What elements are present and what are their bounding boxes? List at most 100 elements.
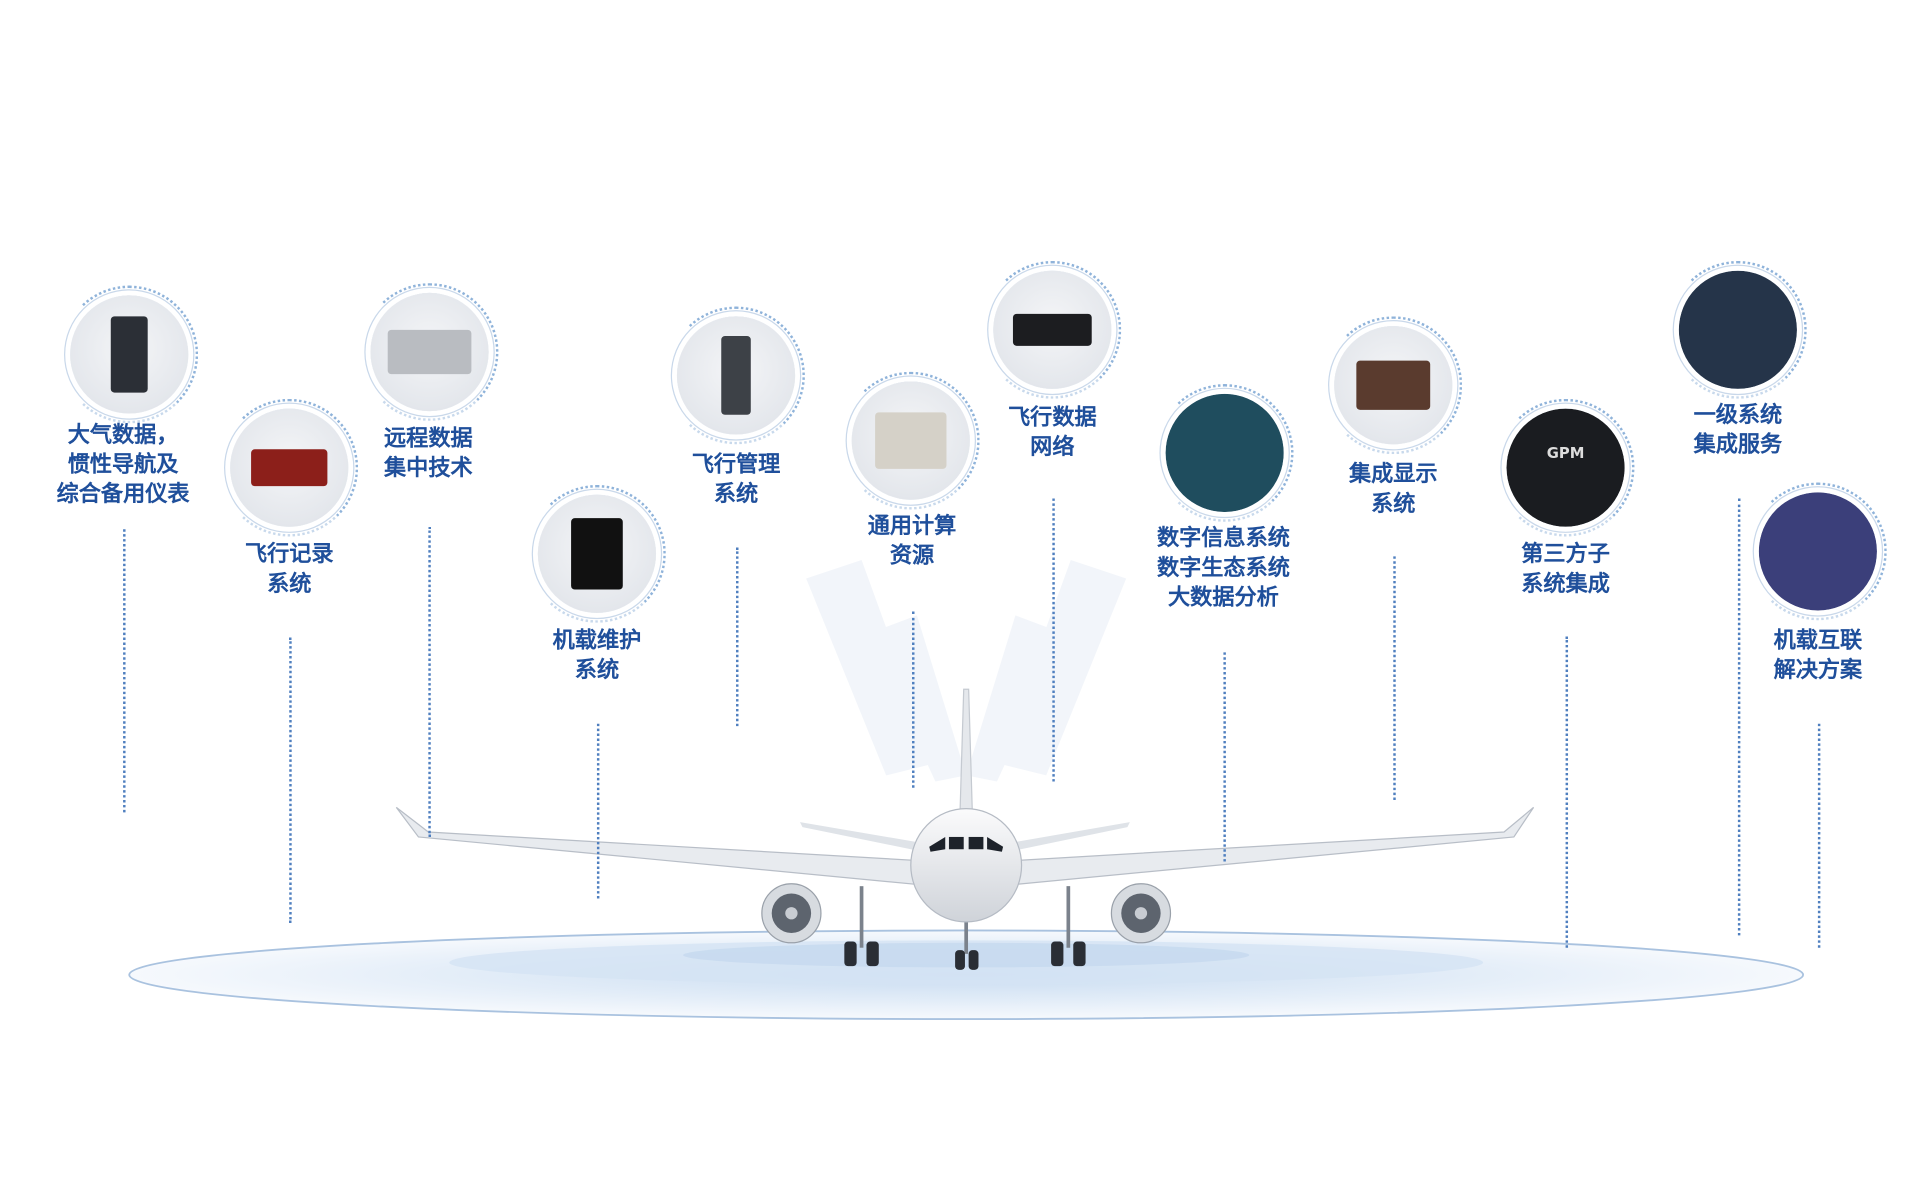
device-image [1758,492,1877,611]
connector-line [912,611,915,788]
decorative-arc [534,491,660,619]
system-label: 飞行记录系统 [245,540,334,599]
connector-line [1817,723,1821,948]
decorative-arc [1755,488,1881,617]
decorative-ring [1668,260,1807,399]
label-line: 通用计算 [867,513,957,540]
cabin-connectivity-photo [1758,492,1877,611]
label-line: 集中技术 [384,455,473,482]
label-line: 飞行数据 [1008,404,1097,431]
device-image [1678,270,1797,389]
decorative-arc [848,377,974,506]
system-label: 大气数据，惯性导航及综合备用仪表 [57,421,190,510]
device-image [1356,360,1431,410]
connector-line [596,723,600,899]
tail-fin [959,688,973,813]
system-label: 远程数据集中技术 [384,425,473,484]
connector-line [1052,498,1055,782]
label-line: 解决方案 [1773,657,1863,684]
system-label: 机载互联解决方案 [1774,626,1863,685]
watermark-logo [806,560,1127,782]
label-line: 一级系统 [1693,402,1783,429]
decorative-ring [528,484,666,623]
decorative-arc [66,291,193,420]
label-line: 机载互联 [1773,627,1863,654]
connector-line [123,529,126,813]
device-image [387,329,472,375]
right-engine [1110,883,1172,944]
connector-line [428,526,431,837]
fuselage [910,808,1023,923]
decorative-ring [983,260,1122,399]
system-label: 数字信息系统数字生态系统大数据分析 [1157,524,1290,613]
label-line: 惯性导航及 [67,451,179,478]
device-image [571,518,623,590]
label-line: 综合备用仪表 [56,481,190,508]
label-line: 飞行管理 [691,451,781,478]
air-data-units-photo [70,295,189,414]
gpm-panel-photo: GPM [1506,408,1625,527]
device-image [251,449,328,487]
cockpit-windows [929,836,1004,852]
connector-line [289,637,292,924]
label-line: 系统 [1371,491,1416,517]
network-switch-photo [993,270,1112,389]
label-line: 大气数据， [67,422,179,449]
maintenance-unit-photo [537,494,657,613]
decorative-ring [1324,316,1463,455]
decorative-arc [1675,267,1801,395]
label-line: 第三方子 [1521,541,1610,568]
decorative-ring [667,306,805,445]
connector-line [1393,556,1396,801]
decorative-ring [1155,384,1294,522]
decorative-ring [60,285,199,424]
device-image [1012,313,1092,346]
decorative-ring [841,371,980,510]
flight-recorders-photo [230,408,349,527]
system-label: 机载维护系统 [553,626,642,685]
decorative-ring [1748,482,1887,621]
connector-line [1565,636,1569,948]
label-line: 飞行记录 [244,541,334,568]
system-label: 集成显示系统 [1349,460,1438,519]
label-line: 机载维护 [552,627,642,654]
decorative-arc [1330,322,1457,450]
decorative-arc [989,267,1116,395]
remote-data-concentrator-photo [370,292,489,412]
decorative-arc [366,289,493,417]
decorative-arc [226,404,353,533]
computing-rack-photo [851,381,970,500]
decorative-arc [1502,404,1629,533]
label-line: 大数据分析 [1168,584,1279,611]
label-line: 系统集成 [1521,571,1610,597]
digital-interface-photo [1165,393,1284,513]
decorative-arc [673,312,799,441]
label-line: 数字生态系统 [1156,555,1290,581]
label-line: 资源 [889,542,935,569]
device-image [110,316,148,393]
decorative-ring [1496,398,1635,537]
label-line: 系统 [574,657,620,684]
system-label: 一级系统集成服务 [1694,401,1783,460]
device-image [875,412,947,469]
label-line: 数字信息系统 [1156,525,1290,552]
system-label: 飞行数据网络 [1008,404,1097,463]
connector-line [1223,652,1226,862]
fms-unit-photo [676,316,796,435]
gpm-badge: GPM [1546,444,1585,462]
left-engine [761,883,822,944]
system-label: 第三方子系统集成 [1521,540,1610,599]
label-line: 集成显示 [1348,461,1438,488]
device-image [721,336,751,415]
label-line: 网络 [1030,434,1075,461]
connector-line [1737,498,1741,936]
label-line: 系统 [267,571,312,597]
decorative-arc [1161,390,1288,518]
left-wing [395,806,937,887]
device-image [1165,393,1284,513]
decorative-ring [360,283,499,421]
device-image [1506,408,1625,527]
label-line: 远程数据 [384,425,473,452]
